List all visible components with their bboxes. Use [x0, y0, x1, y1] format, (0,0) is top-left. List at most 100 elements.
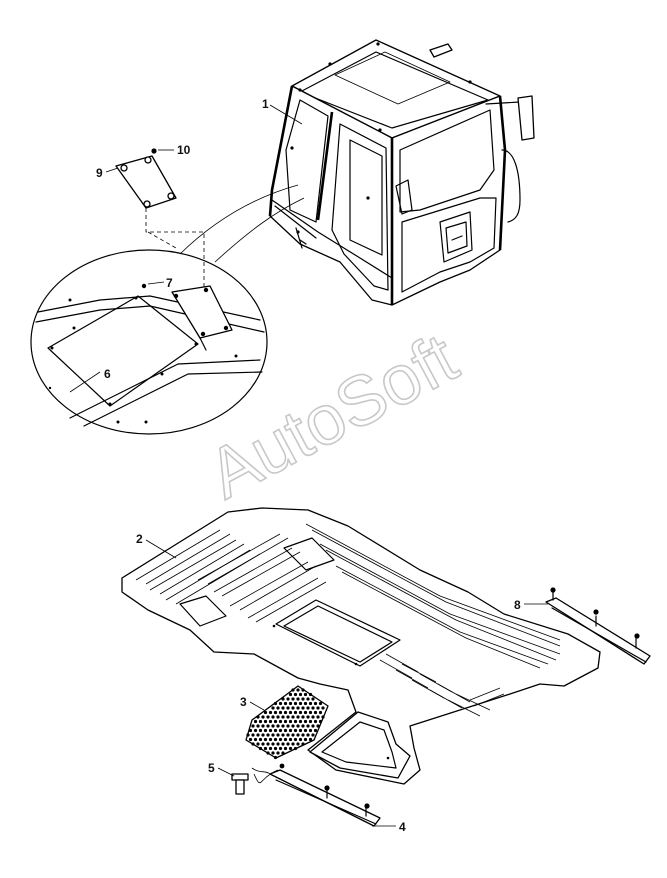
grid-perforation — [303, 719, 308, 724]
grid-perforation — [251, 733, 255, 737]
grid-perforation — [273, 755, 278, 760]
grid-perforation — [286, 724, 290, 728]
floor-mat — [121, 507, 601, 785]
grid-perforation — [278, 728, 283, 733]
grid-perforation — [253, 737, 258, 742]
grid-perforation — [251, 742, 255, 746]
grid-mat — [245, 685, 329, 760]
grid-perforation — [286, 742, 290, 746]
grid-perforation — [286, 697, 290, 701]
grid-perforation — [303, 692, 308, 697]
grid-perforation — [306, 715, 310, 719]
grid-perforation — [268, 737, 273, 742]
grid-perforation — [261, 733, 265, 737]
grid-perforation — [308, 728, 313, 733]
grid-perforation — [308, 692, 313, 697]
grid-perforation — [316, 724, 320, 728]
grid-perforation — [318, 701, 323, 706]
grid-perforation — [283, 746, 288, 751]
grid-perforation — [313, 701, 318, 706]
grid-perforation — [293, 701, 298, 706]
grid-perforation — [301, 688, 305, 692]
grid-perforation — [281, 724, 285, 728]
grid-perforation — [278, 746, 283, 751]
grid-perforation — [258, 737, 263, 742]
grid-perforation — [296, 697, 300, 701]
sill-strip-lower — [269, 763, 381, 827]
grid-perforation — [316, 706, 320, 710]
grid-perforation — [293, 692, 298, 697]
grid-perforation — [308, 701, 313, 706]
grid-perforation — [258, 746, 263, 751]
grid-perforation — [298, 692, 303, 697]
grid-perforation — [273, 701, 278, 706]
grid-perforation — [256, 742, 260, 746]
grid-perforation — [278, 710, 283, 715]
grid-perforation — [288, 737, 293, 742]
grid-perforation — [313, 719, 318, 724]
grid-perforation — [263, 710, 268, 715]
grid-perforation — [311, 715, 315, 719]
grid-perforation — [306, 724, 310, 728]
grid-perforation — [303, 710, 308, 715]
grid-perforation — [308, 710, 313, 715]
sill-strip-upper — [545, 587, 651, 665]
grid-perforation — [288, 728, 293, 733]
grid-perforation — [281, 706, 285, 710]
grid-perforation — [273, 737, 278, 742]
grid-perforation — [281, 742, 285, 746]
grid-perforation — [283, 728, 288, 733]
callout-5: 5 — [208, 761, 215, 775]
grid-perforation — [256, 724, 260, 728]
grid-perforation — [296, 706, 300, 710]
grid-perforation — [298, 701, 303, 706]
grid-perforation — [313, 710, 318, 715]
grid-perforation — [251, 724, 255, 728]
grid-perforation — [273, 728, 278, 733]
grid-perforation — [288, 719, 293, 724]
grid-perforation — [306, 706, 310, 710]
grid-perforation — [276, 706, 280, 710]
grid-perforation — [296, 733, 300, 737]
grid-perforation — [263, 746, 268, 751]
grid-perforation — [271, 724, 275, 728]
grid-perforation — [261, 742, 265, 746]
leader-lines — [69, 104, 548, 827]
grid-perforation — [288, 746, 293, 751]
grid-perforation — [266, 742, 270, 746]
grid-perforation — [301, 715, 305, 719]
grid-perforation — [301, 724, 305, 728]
grid-perforation — [266, 733, 270, 737]
grid-perforation — [303, 728, 308, 733]
grid-perforation — [266, 715, 270, 719]
grid-perforation — [303, 701, 308, 706]
grid-perforation — [278, 737, 283, 742]
grid-perforation — [301, 733, 305, 737]
grid-perforation — [298, 719, 303, 724]
grid-perforation — [276, 742, 280, 746]
grid-perforation — [306, 697, 310, 701]
grid-perforation — [293, 746, 298, 751]
grid-perforation — [271, 733, 275, 737]
callout-10: 10 — [177, 143, 191, 157]
grid-perforation — [271, 742, 275, 746]
grid-perforation — [258, 719, 263, 724]
grid-perforation — [296, 688, 300, 692]
grid-perforation — [273, 746, 278, 751]
grid-perforation — [296, 724, 300, 728]
grid-perforation — [276, 733, 280, 737]
grid-perforation — [293, 728, 298, 733]
grid-perforation — [248, 728, 253, 733]
grid-perforation — [291, 742, 295, 746]
grid-perforation — [293, 710, 298, 715]
grid-perforation — [263, 719, 268, 724]
grid-perforation — [246, 733, 250, 737]
grid-perforation — [261, 724, 265, 728]
grid-perforation — [288, 710, 293, 715]
detail-view — [30, 184, 305, 435]
grid-perforation — [276, 715, 280, 719]
grid-perforation — [248, 737, 253, 742]
grid-perforation — [263, 728, 268, 733]
grid-perforation — [318, 710, 323, 715]
